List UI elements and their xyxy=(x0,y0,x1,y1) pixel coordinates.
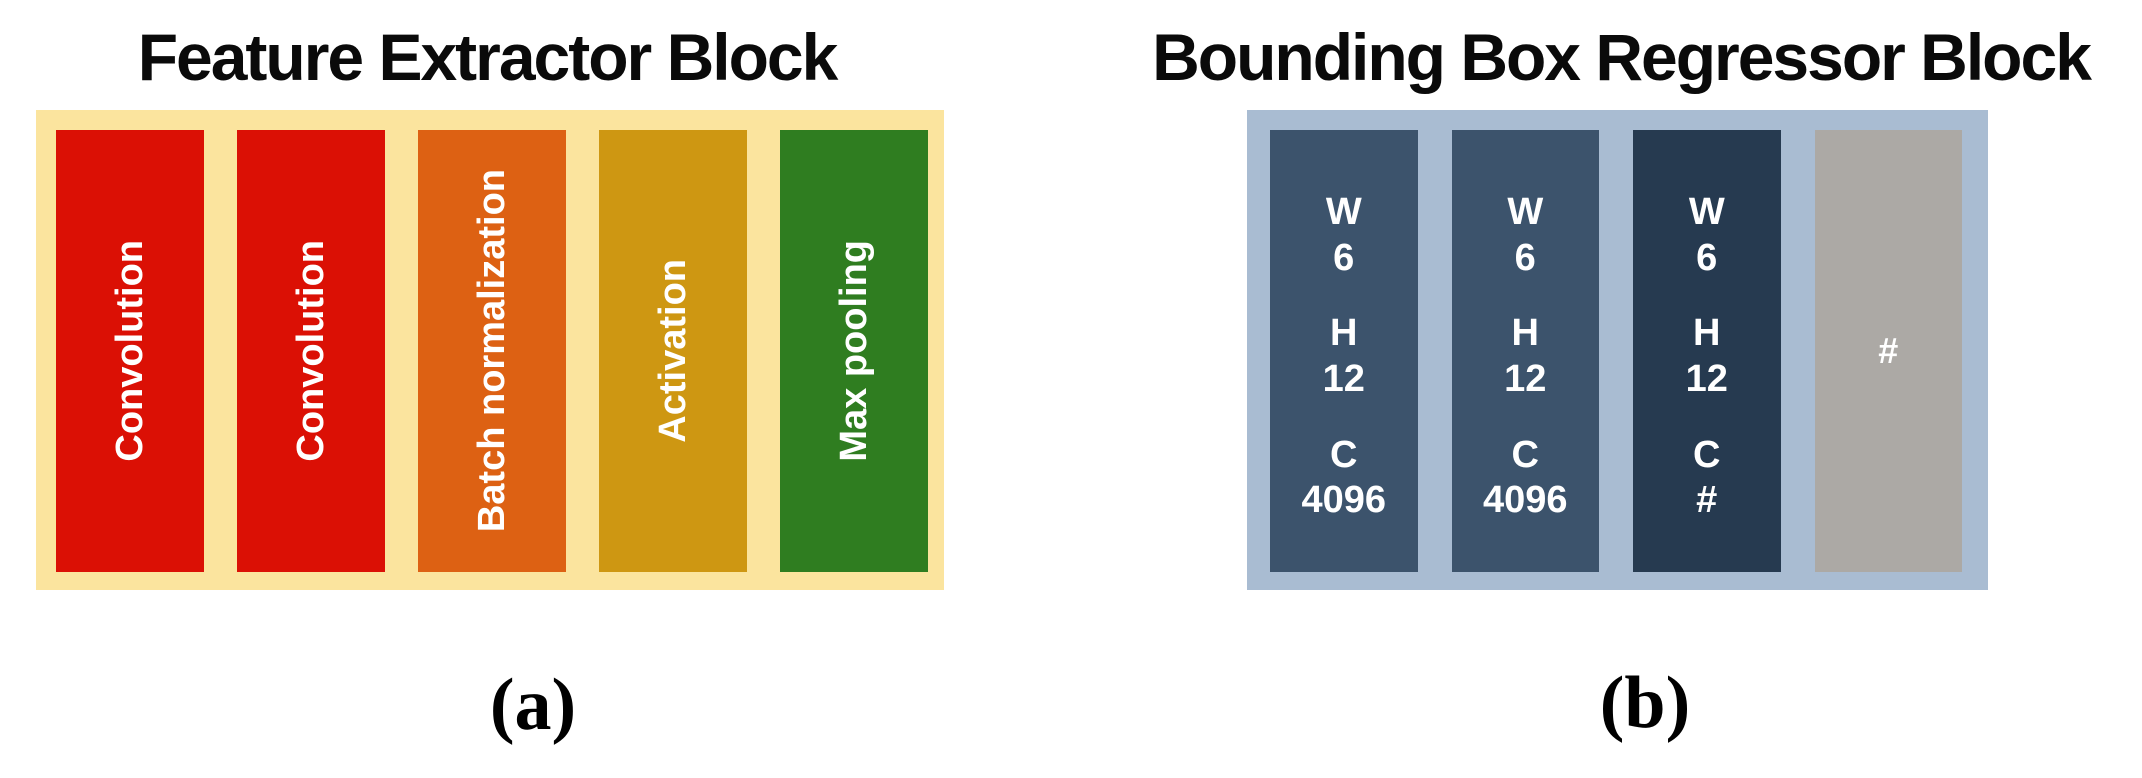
dim-value: 4096 xyxy=(1301,479,1387,522)
feature-extractor-block: Convolution Convolution Batch normalizat… xyxy=(36,110,944,590)
dim-key: H xyxy=(1330,312,1358,355)
feature-bar-label: Batch normalization xyxy=(470,169,513,533)
regressor-bar-2: W 6 H 12 C 4096 xyxy=(1451,130,1599,572)
feature-bar-label: Convolution xyxy=(289,240,332,462)
dims-group: W 6 xyxy=(1689,190,1725,281)
regressor-bar-placeholder: # xyxy=(1814,130,1962,572)
dim-value: 6 xyxy=(1514,236,1536,279)
caption-a: (a) xyxy=(489,664,577,746)
dim-key: W xyxy=(1325,191,1362,234)
dim-key: C xyxy=(1511,433,1539,476)
regressor-bar-3: W 6 H 12 C # xyxy=(1633,130,1781,572)
dim-key: H xyxy=(1511,312,1539,355)
feature-bar-label: Max pooling xyxy=(832,240,875,462)
hash-placeholder-label: # xyxy=(1878,330,1899,371)
dims-group: H 12 xyxy=(1686,311,1728,402)
dims-group: W 6 xyxy=(1507,190,1543,281)
dim-key: W xyxy=(1507,191,1544,234)
regressor-bar-1: W 6 H 12 C 4096 xyxy=(1270,130,1418,572)
dim-key: C xyxy=(1693,433,1721,476)
dims-group: C 4096 xyxy=(1301,433,1386,524)
dim-key: H xyxy=(1693,312,1721,355)
dims-group: C 4096 xyxy=(1483,433,1568,524)
feature-bar-convolution-1: Convolution xyxy=(56,130,204,572)
dim-key: C xyxy=(1330,433,1358,476)
dims-group: C # xyxy=(1693,433,1720,524)
dim-key: W xyxy=(1688,191,1725,234)
feature-bar-label: Convolution xyxy=(108,240,151,462)
dims-group: W 6 xyxy=(1326,190,1362,281)
dims-group: H 12 xyxy=(1323,311,1365,402)
dims-group: H 12 xyxy=(1504,311,1546,402)
dim-value: 6 xyxy=(1696,236,1718,279)
feature-bar-max-pooling: Max pooling xyxy=(780,130,928,572)
dim-value: 12 xyxy=(1322,358,1365,400)
feature-bar-label: Activation xyxy=(651,259,694,443)
panel-a-title: Feature Extractor Block xyxy=(137,20,839,94)
feature-bar-batch-normalization: Batch normalization xyxy=(418,130,566,572)
dim-value: 6 xyxy=(1333,236,1355,279)
panel-b-title: Bounding Box Regressor Block xyxy=(1152,20,2092,94)
dim-value: 4096 xyxy=(1482,479,1568,522)
feature-bar-activation: Activation xyxy=(599,130,747,572)
caption-b: (b) xyxy=(1599,662,1691,744)
feature-bar-convolution-2: Convolution xyxy=(237,130,385,572)
dim-value: # xyxy=(1696,479,1718,522)
dim-value: 12 xyxy=(1504,358,1547,400)
dim-value: 12 xyxy=(1685,358,1728,400)
bounding-box-regressor-block: W 6 H 12 C 4096 W 6 H 12 C 4096 xyxy=(1247,110,1988,590)
